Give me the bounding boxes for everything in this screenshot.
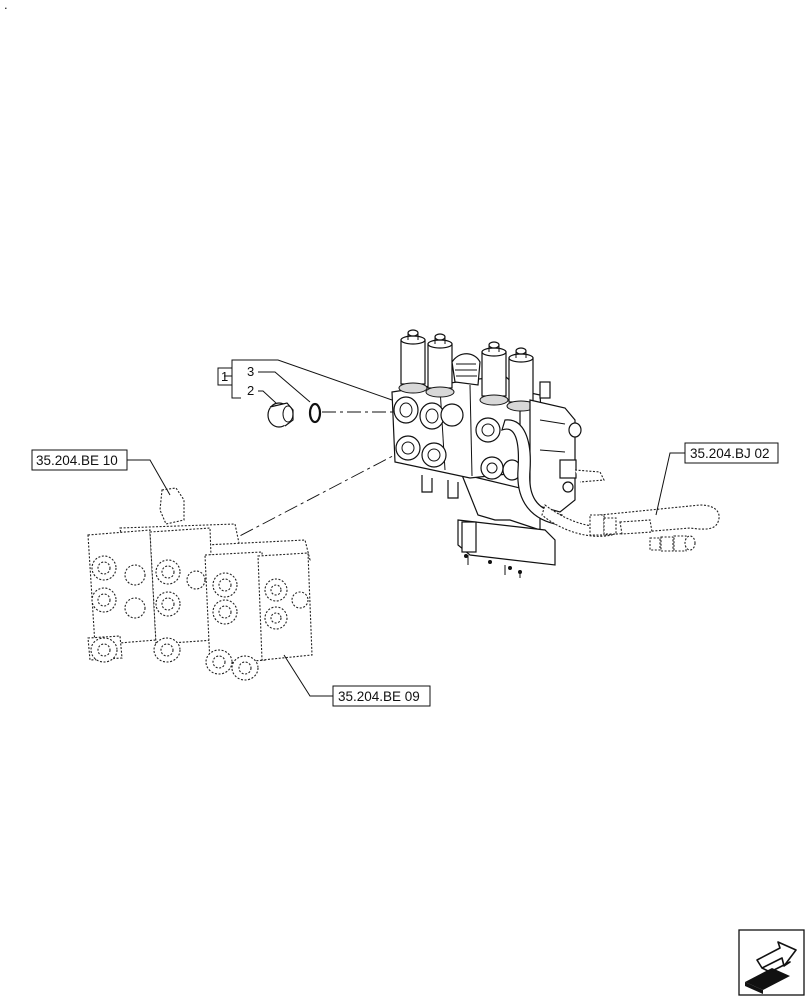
leader-line-item-2 [258,390,277,404]
leader-line-bj02 [655,452,685,516]
item-2-label: 2 [247,383,254,398]
reference-bj02-label[interactable]: 35.204.BJ 02 [690,446,770,461]
plug-part-2 [267,402,294,428]
leader-line-group-1 [241,359,393,401]
reference-be10[interactable]: 35.204.BE 10 [31,449,171,496]
solenoid-1 [398,329,428,394]
callout-group-1: 1 3 2 [217,359,393,404]
leader-line-item-3 [258,371,311,403]
leader-line-be10 [127,459,171,496]
reference-be09-label[interactable]: 35.204.BE 09 [338,689,420,704]
phantom-valve-bank [87,487,313,681]
leader-line-be09 [283,654,333,697]
item-3-label: 3 [247,364,254,379]
reference-be10-label[interactable]: 35.204.BE 10 [36,453,118,468]
phantom-hose-assembly [541,469,720,552]
centerline-lower [231,447,409,541]
callout-bracket [224,359,241,399]
o-ring-part-3 [308,402,322,424]
hydraulic-valve-assembly [391,329,582,578]
next-page-arrow-icon[interactable] [738,929,805,996]
solenoid-2 [425,333,455,398]
solenoid-3 [479,341,509,406]
reference-be09[interactable]: 35.204.BE 09 [283,654,431,707]
reference-bj02[interactable]: 35.204.BJ 02 [655,442,779,516]
corner-marker: . [4,0,8,12]
